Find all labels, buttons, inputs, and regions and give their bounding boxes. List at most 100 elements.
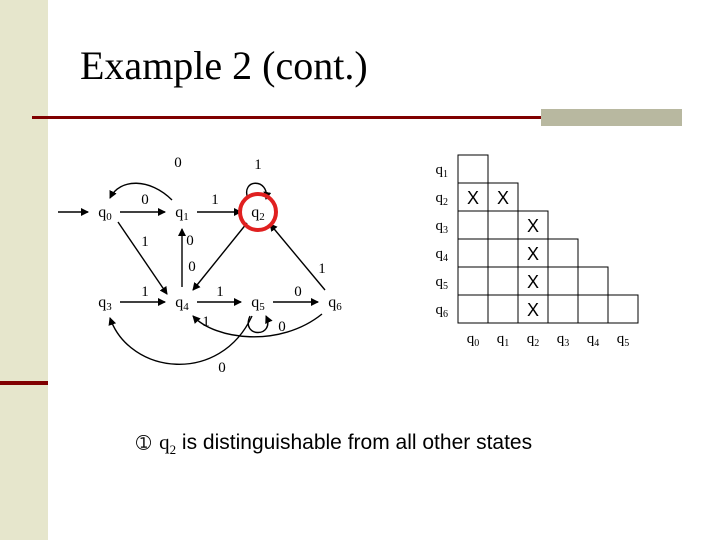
table-row-label-sub: 1 [443, 169, 448, 180]
transition-label: 1 [202, 314, 210, 330]
table-cell [487, 238, 519, 268]
transition-label: 0 [294, 284, 302, 300]
slide-title: Example 2 (cont.) [80, 43, 368, 88]
bullet-icon: ➀ [136, 433, 152, 454]
transition-q1-q0 [109, 182, 173, 201]
table-row-label-sub: 3 [443, 225, 448, 236]
state-q2: q2 [238, 192, 278, 232]
bullet-state-name: q [159, 430, 170, 454]
state-label: q5 [251, 294, 265, 313]
state-q4: q4 [175, 294, 189, 313]
table-col-label-sub: 0 [474, 338, 479, 349]
transition-label: 1 [141, 284, 149, 300]
table-mark-x: X [527, 216, 539, 236]
transition-q6-q4 [192, 313, 323, 338]
table-cell [607, 294, 639, 324]
state-label: q1 [175, 204, 189, 223]
state-q3: q3 [98, 294, 112, 313]
table-row-label: q1 [436, 162, 449, 180]
state-q6: q6 [328, 294, 342, 313]
state-highlight-ring [238, 192, 278, 232]
table-col-label-sub: 4 [594, 338, 599, 349]
table-row-label: q5 [436, 274, 449, 292]
table-cell [547, 238, 579, 268]
transition-label: 0 [141, 192, 149, 208]
bullet-text: is distinguishable from all other states [176, 431, 533, 454]
state-label-sub: 5 [259, 301, 265, 313]
transition-label: 0 [174, 155, 182, 171]
state-q0: q0 [98, 204, 112, 223]
state-label-sub: 2 [259, 211, 265, 223]
table-col-label: q5 [617, 331, 630, 349]
table-row-label-sub: 5 [443, 281, 448, 292]
table-row-label-sub: 6 [443, 309, 448, 320]
table-mark-x: X [467, 188, 479, 208]
transition-label: 1 [318, 261, 326, 277]
title-rule-box [541, 109, 682, 126]
table-cell [457, 238, 489, 268]
table-cell [457, 294, 489, 324]
table-col-label-sub: 5 [624, 338, 629, 349]
state-label: q3 [98, 294, 112, 313]
table-row-label-sub: 2 [443, 197, 448, 208]
state-label: q4 [175, 294, 189, 313]
table-cell [487, 294, 519, 324]
table-col-label: q0 [467, 331, 480, 349]
automaton-transitions [58, 182, 326, 365]
transition-label: 1 [216, 284, 224, 300]
table-col-label-sub: 3 [564, 338, 569, 349]
transition-label: 1 [141, 234, 149, 250]
table-row-label: q2 [436, 190, 449, 208]
table-cell [457, 266, 489, 296]
transition-label: 1 [254, 157, 262, 173]
table-mark-x: X [527, 244, 539, 264]
table-cell [457, 154, 489, 184]
table-mark-x: X [497, 188, 509, 208]
state-label-sub: 0 [106, 211, 112, 223]
table-mark-x: X [527, 300, 539, 320]
table-cell [577, 266, 609, 296]
state-q1: q1 [175, 204, 189, 223]
table-row-label-sub: 4 [443, 253, 448, 264]
transition-label: 0 [218, 360, 226, 376]
transition-label: 0 [278, 319, 286, 335]
table-col-label: q3 [557, 331, 570, 349]
transition-label: 1 [211, 192, 219, 208]
state-label-sub: 6 [336, 301, 342, 313]
sidebar-decoration [0, 0, 48, 540]
table-col-label: q2 [527, 331, 540, 349]
table-col-label-sub: 2 [534, 338, 539, 349]
state-label: q6 [328, 294, 342, 313]
table-cell [547, 266, 579, 296]
table-row-label: q3 [436, 218, 449, 236]
transition-label: 0 [186, 233, 194, 249]
table-mark-x: X [527, 272, 539, 292]
transition-q6-q2 [269, 223, 326, 291]
table-cell [577, 294, 609, 324]
table-row-label: q6 [436, 302, 449, 320]
state-label-sub: 1 [183, 211, 189, 223]
table-cell [487, 266, 519, 296]
transition-q2-q4 [192, 222, 248, 291]
table-col-label: q1 [497, 331, 510, 349]
table-col-label: q4 [587, 331, 600, 349]
transition-label: 0 [188, 259, 196, 275]
bullet-state-sub: 2 [169, 442, 177, 458]
table-col-label-sub: 1 [504, 338, 509, 349]
transition-q0-q4 [117, 221, 168, 295]
state-label: q2 [251, 204, 265, 223]
table-cell [547, 294, 579, 324]
state-label: q0 [98, 204, 112, 223]
transition-q5-q3 [108, 315, 253, 365]
table-cell [487, 210, 519, 240]
state-label-sub: 4 [183, 301, 189, 313]
state-q5: q5 [251, 294, 265, 313]
state-label-sub: 3 [106, 301, 112, 313]
table-row-label: q4 [436, 246, 449, 264]
sidebar-accent-bar [0, 381, 48, 385]
title-rule [32, 116, 682, 119]
